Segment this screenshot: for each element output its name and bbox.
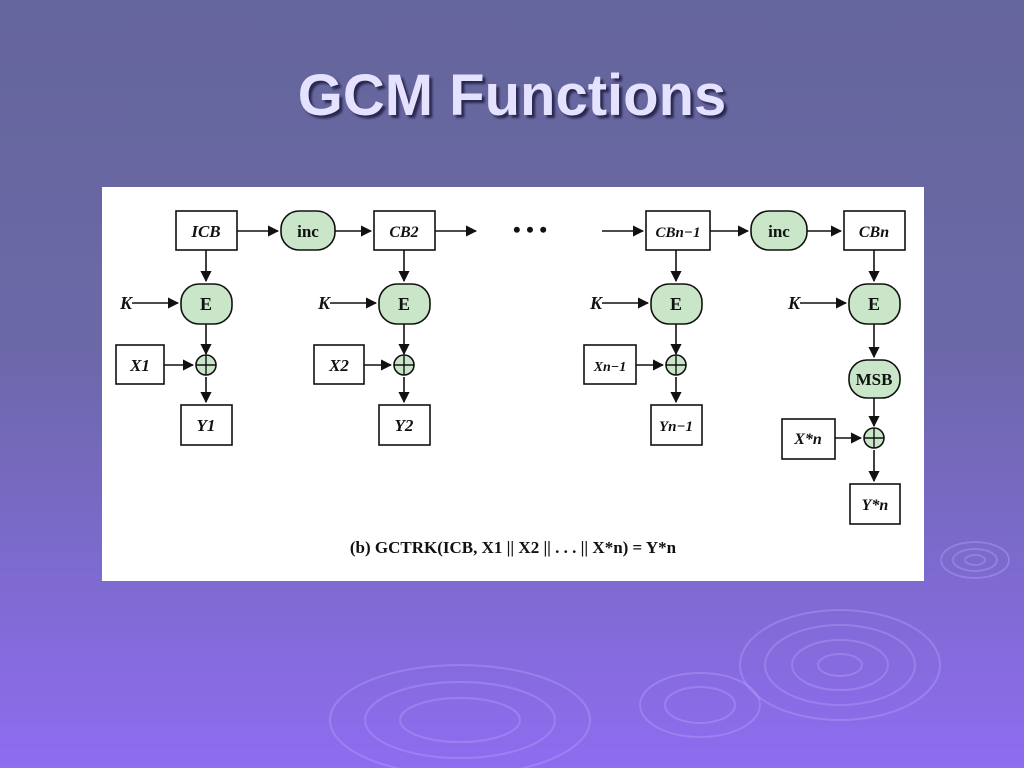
key-label: K [787,293,802,313]
ellipsis: • • • [513,217,547,242]
input-x2: X2 [328,356,349,375]
encrypt-label: E [200,294,212,314]
encrypt-label: E [868,294,880,314]
msb-label: MSB [856,370,893,389]
inc-label-1: inc [297,222,319,241]
output-y1: Y1 [197,416,216,435]
input-xn-1: Xn−1 [593,360,627,375]
cb2-label: CB2 [389,224,418,241]
output-yn-star: Y*n [862,497,889,514]
inc-label-2: inc [768,222,790,241]
cbn-label: CBn [859,224,889,241]
key-label: K [589,293,604,313]
key-label: K [317,293,332,313]
input-xn-star: X*n [793,431,822,448]
input-x1: X1 [129,356,150,375]
encrypt-label: E [398,294,410,314]
cbn-1-label: CBn−1 [656,225,701,241]
diagram-caption: (b) GCTRK(ICB, X1 || X2 || . . . || X*n)… [349,538,677,557]
output-y2: Y2 [395,416,414,435]
encrypt-label: E [670,294,682,314]
slide-title: GCM Functions [297,63,727,128]
icb-label: ICB [190,222,220,241]
key-label: K [119,293,134,313]
gctr-diagram: ICB inc CB2 • • • CBn−1 inc CBn E E E E … [102,187,924,581]
output-yn-1: Yn−1 [659,419,693,435]
